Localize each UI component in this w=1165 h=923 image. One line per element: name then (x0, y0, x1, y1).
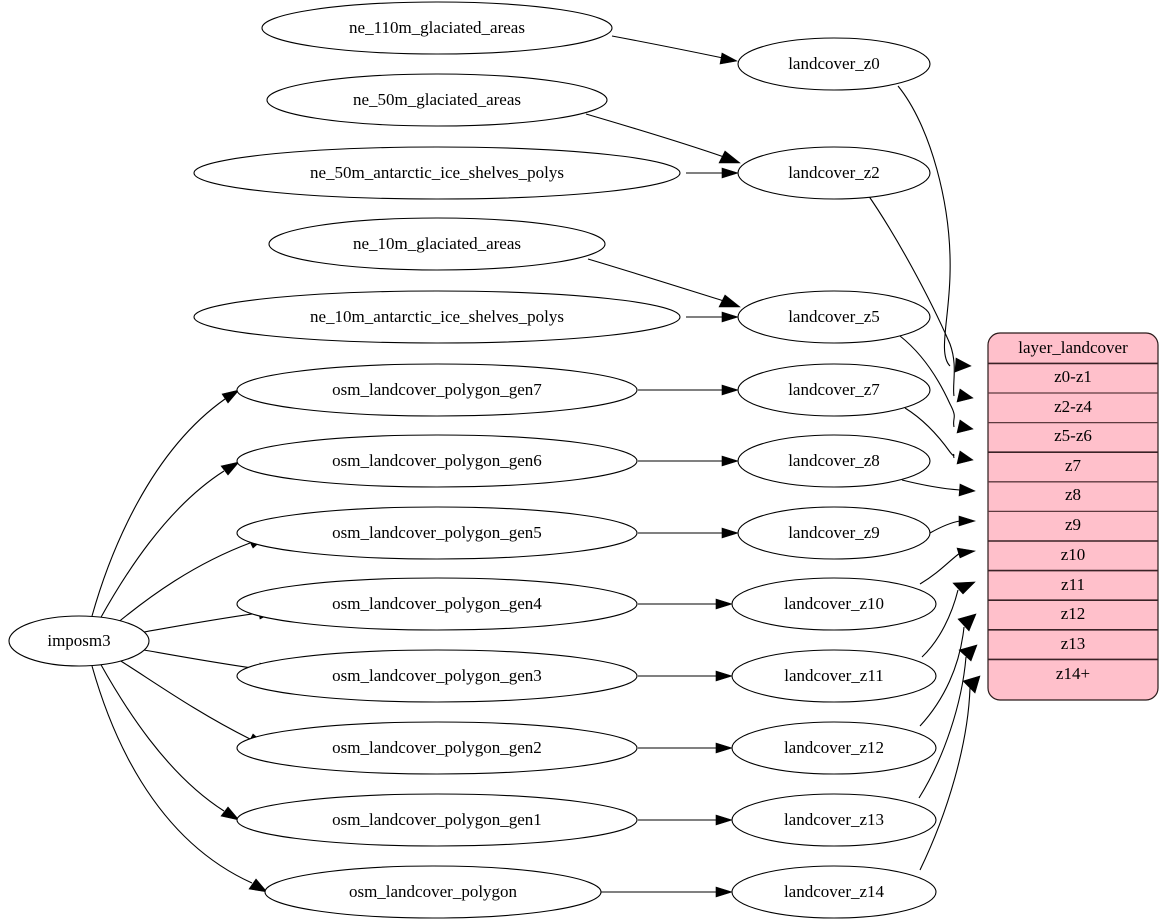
node-shape[interactable] (236, 506, 638, 560)
layer-landcover-table[interactable]: layer_landcover z0-z1 z2-z4 z5-z6 z7 z8 … (987, 332, 1159, 701)
intermediate-node-landcover-z9[interactable]: landcover_z9 (737, 506, 931, 560)
edge-gen7-to-z7 (638, 384, 740, 396)
source-node-ne-50m-glaciated-areas[interactable]: ne_50m_glaciated_areas (266, 73, 608, 127)
node-shape[interactable] (737, 506, 931, 560)
intermediate-node-landcover-z11[interactable]: landcover_z11 (731, 649, 937, 703)
node-shape[interactable] (266, 73, 608, 127)
node-shape[interactable] (236, 363, 638, 417)
node-shape[interactable] (236, 649, 638, 703)
source-node-ne-110m-glaciated-areas[interactable]: ne_110m_glaciated_areas (261, 1, 613, 55)
node-shape[interactable] (264, 865, 602, 919)
intermediate-node-landcover-z13[interactable]: landcover_z13 (731, 793, 937, 847)
edge-z12-to-row-z12 (919, 613, 977, 727)
node-shape[interactable] (737, 434, 931, 488)
edge-z5-to-row-z5z6 (899, 335, 974, 434)
intermediate-node-landcover-z0[interactable]: landcover_z0 (737, 37, 931, 91)
source-node-ne-10m-glaciated-areas[interactable]: ne_10m_glaciated_areas (268, 217, 606, 271)
source-node-osm-landcover-polygon-gen5[interactable]: osm_landcover_polygon_gen5 (236, 506, 638, 560)
source-node-osm-landcover-polygon-gen2[interactable]: osm_landcover_polygon_gen2 (236, 721, 638, 775)
source-node-osm-landcover-polygon-gen7[interactable]: osm_landcover_polygon_gen7 (236, 363, 638, 417)
node-shape[interactable] (193, 146, 681, 200)
intermediate-node-landcover-z8[interactable]: landcover_z8 (737, 434, 931, 488)
edge-gen2-to-z12 (638, 742, 734, 754)
node-shape[interactable] (731, 721, 937, 775)
edge-imposm3-to-gen1 (99, 662, 240, 821)
edge-gen1-to-z13 (638, 814, 734, 826)
edge-gen3-to-z11 (638, 670, 734, 682)
intermediate-node-landcover-z10[interactable]: landcover_z10 (731, 577, 937, 631)
edge-z8-to-row-z8 (901, 479, 976, 497)
node-shape[interactable] (268, 217, 606, 271)
intermediate-node-landcover-z2[interactable]: landcover_z2 (737, 146, 931, 200)
node-shape[interactable] (261, 1, 613, 55)
node-shape[interactable] (737, 37, 931, 91)
intermediate-node-landcover-z14[interactable]: landcover_z14 (731, 865, 937, 919)
edge-z14-to-row-z14plus (919, 675, 981, 871)
edge-osmpoly-to-z14 (600, 886, 734, 898)
source-node-ne-10m-antarctic-ice-shelves-polys[interactable]: ne_10m_antarctic_ice_shelves_polys (193, 290, 681, 344)
edge-z0-to-row-z0z1 (897, 85, 972, 373)
source-node-osm-landcover-polygon-gen4[interactable]: osm_landcover_polygon_gen4 (236, 577, 638, 631)
node-shape[interactable] (193, 290, 681, 344)
edge-z13-to-row-z13 (918, 644, 978, 799)
node-shape[interactable] (731, 649, 937, 703)
node-shape[interactable] (737, 363, 931, 417)
edge-ne10mant-to-z5 (686, 311, 740, 323)
node-shape[interactable] (8, 615, 150, 667)
edge-z7-to-row-z7 (904, 407, 974, 465)
source-node-osm-landcover-polygon[interactable]: osm_landcover_polygon (264, 865, 602, 919)
edge-imposm3-to-gen6 (99, 461, 240, 620)
edge-ne50mant-to-z2 (686, 167, 740, 179)
node-shape[interactable] (737, 290, 931, 344)
node-shape[interactable] (236, 434, 638, 488)
edge-ne50mglac-to-z2 (585, 113, 741, 164)
intermediate-node-landcover-z12[interactable]: landcover_z12 (731, 721, 937, 775)
edge-gen4-to-z10 (638, 598, 734, 610)
edge-ne10mglac-to-z5 (587, 258, 741, 308)
edge-gen5-to-z9 (638, 527, 740, 539)
source-node-ne-50m-antarctic-ice-shelves-polys[interactable]: ne_50m_antarctic_ice_shelves_polys (193, 146, 681, 200)
source-node-osm-landcover-polygon-gen1[interactable]: osm_landcover_polygon_gen1 (236, 793, 638, 847)
edge-imposm3-to-gen7 (91, 389, 240, 617)
intermediate-node-landcover-z7[interactable]: landcover_z7 (737, 363, 931, 417)
edge-z11-to-row-z11 (921, 581, 976, 658)
edge-gen6-to-z8 (638, 455, 740, 467)
edge-ne110m-to-z0 (611, 35, 738, 65)
intermediate-node-landcover-z5[interactable]: landcover_z5 (737, 290, 931, 344)
edge-imposm3-to-osmpoly (91, 665, 268, 893)
edge-z2-to-row-z2z4 (865, 191, 974, 403)
edge-z10-to-row-z10 (919, 547, 977, 585)
node-shape[interactable] (737, 146, 931, 200)
node-shape[interactable] (731, 793, 937, 847)
source-node-osm-landcover-polygon-gen6[interactable]: osm_landcover_polygon_gen6 (236, 434, 638, 488)
node-shape[interactable] (731, 577, 937, 631)
node-shape[interactable] (236, 793, 638, 847)
node-shape[interactable] (236, 577, 638, 631)
source-node-imposm3[interactable]: imposm3 (8, 615, 150, 667)
node-shape[interactable] (236, 721, 638, 775)
table-background (987, 332, 1159, 701)
edge-z9-to-row-z9 (929, 515, 977, 534)
source-node-osm-landcover-polygon-gen3[interactable]: osm_landcover_polygon_gen3 (236, 649, 638, 703)
edge-layer (91, 35, 981, 898)
node-shape[interactable] (731, 865, 937, 919)
